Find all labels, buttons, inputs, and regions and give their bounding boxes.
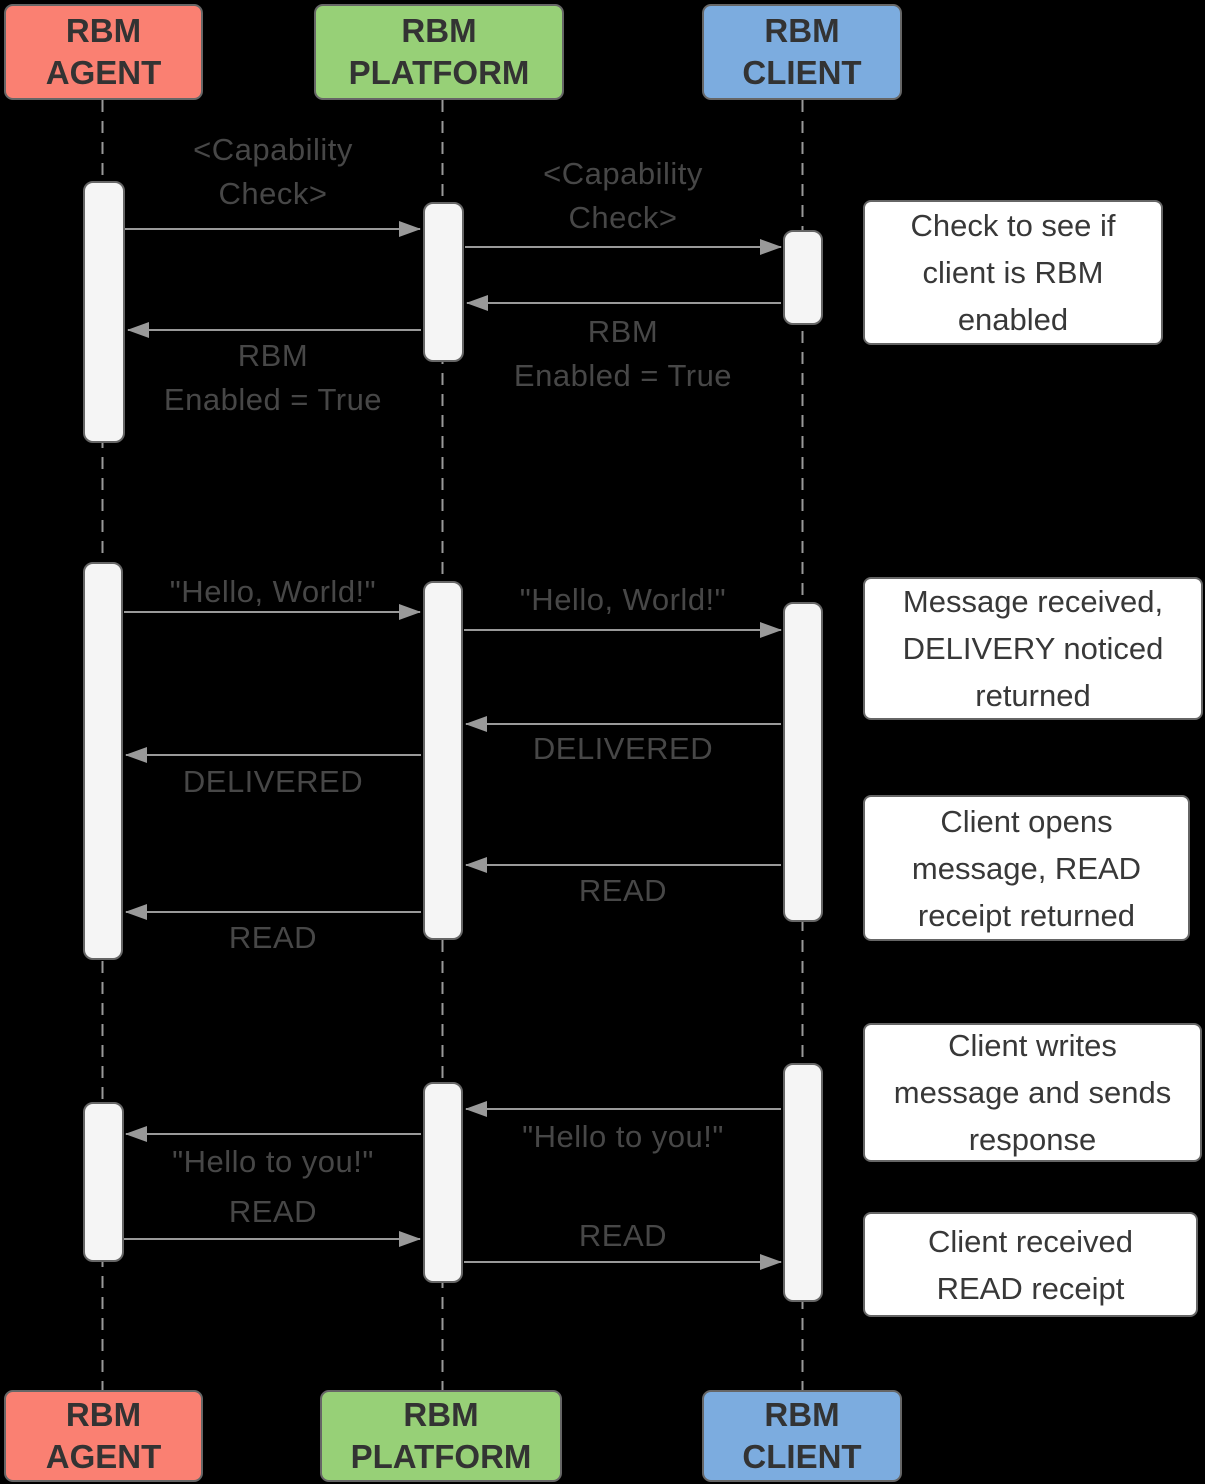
label-delivered-client-platform: DELIVERED (532, 731, 714, 766)
actor-rbm-agent-top: RBM AGENT (4, 4, 203, 100)
label-capability-check-platform-client: <Capability Check> (543, 156, 703, 235)
agent-activation-2 (83, 562, 123, 960)
actor-rbm-client-top: RBM CLIENT (702, 4, 902, 100)
label-rbm-enabled-platform-agent: RBM Enabled = True (163, 338, 383, 417)
client-activation-1 (783, 230, 823, 325)
note-client-response: Client writes message and sends response (863, 1023, 1202, 1162)
actor-rbm-platform-bottom: RBM PLATFORM (320, 1390, 562, 1482)
note-delivery-notice: Message received, DELIVERY noticed retur… (863, 577, 1203, 720)
platform-activation-2 (423, 581, 463, 940)
actor-rbm-platform-top: RBM PLATFORM (314, 4, 564, 100)
label-hello-world-agent-platform: "Hello, World!" (169, 574, 377, 609)
actor-rbm-client-bottom: RBM CLIENT (702, 1390, 902, 1482)
label-rbm-enabled-client-platform: RBM Enabled = True (513, 314, 733, 393)
label-delivered-platform-agent: DELIVERED (182, 764, 364, 799)
note-client-received-read: Client received READ receipt (863, 1212, 1198, 1317)
note-capability-check: Check to see if client is RBM enabled (863, 200, 1163, 345)
label-hello-world-platform-client: "Hello, World!" (519, 582, 727, 617)
actor-rbm-agent-bottom: RBM AGENT (4, 1390, 203, 1482)
agent-activation-3 (83, 1102, 124, 1262)
platform-activation-3 (423, 1082, 463, 1283)
client-activation-3 (783, 1063, 823, 1302)
label-hello-to-you-client-platform: "Hello to you!" (522, 1119, 724, 1154)
agent-activation-1 (83, 181, 125, 443)
label-read-platform-client: READ (578, 1218, 668, 1253)
label-read-client-platform: READ (578, 873, 668, 908)
client-activation-2 (783, 602, 823, 922)
note-read-receipt-returned: Client opens message, READ receipt retur… (863, 795, 1190, 941)
label-read-platform-agent: READ (228, 920, 318, 955)
platform-activation-1 (423, 202, 464, 362)
label-hello-to-you-platform-agent: "Hello to you!" (172, 1144, 374, 1179)
label-read-agent-platform: READ (228, 1194, 318, 1229)
label-capability-check-agent-platform: <Capability Check> (193, 132, 353, 211)
